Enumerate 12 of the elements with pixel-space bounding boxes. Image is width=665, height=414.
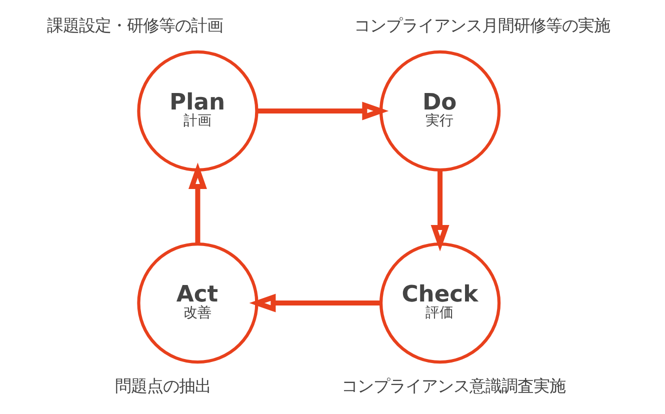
node-label: コンプライアンス月間研修等の実施 [354, 16, 610, 36]
arrow [188, 162, 206, 244]
node-label: 問題点の抽出 [114, 376, 210, 396]
node-label: 課題設定・研修等の計画 [46, 16, 223, 36]
arrow [256, 102, 388, 120]
node-circle: Act 改善 [136, 242, 258, 364]
node-circle: Plan 計画 [136, 50, 258, 172]
node-circle: Check 評価 [378, 242, 500, 364]
arrow [430, 170, 449, 252]
arrow [248, 294, 380, 312]
node-circle: Do 実行 [378, 50, 500, 172]
node-label: コンプライアンス意識調査実施 [340, 376, 565, 396]
